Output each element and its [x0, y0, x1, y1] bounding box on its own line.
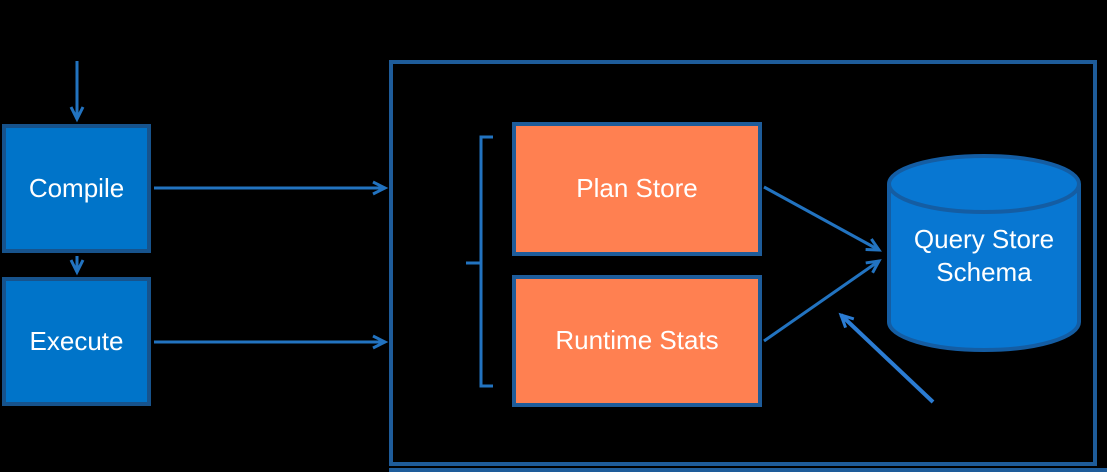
- runtime-stats-label: Runtime Stats: [555, 325, 719, 356]
- bottom-edge-line: [389, 468, 1107, 472]
- runtime-stats-node: Runtime Stats: [512, 275, 762, 407]
- compile-label: Compile: [28, 172, 125, 203]
- execute-label: Execute: [29, 325, 124, 356]
- plan-store-label: Plan Store: [576, 173, 698, 204]
- compile-node: Compile: [2, 124, 151, 253]
- query-store-container-box: [389, 60, 1097, 466]
- execute-node: Execute: [2, 277, 151, 406]
- query-store-schema-label-line2: Schema: [936, 257, 1032, 287]
- query-store-schema-label-line1: Query Store: [913, 223, 1055, 254]
- plan-store-node: Plan Store: [512, 122, 762, 256]
- query-store-schema-node: Query Store Schema: [889, 162, 1079, 350]
